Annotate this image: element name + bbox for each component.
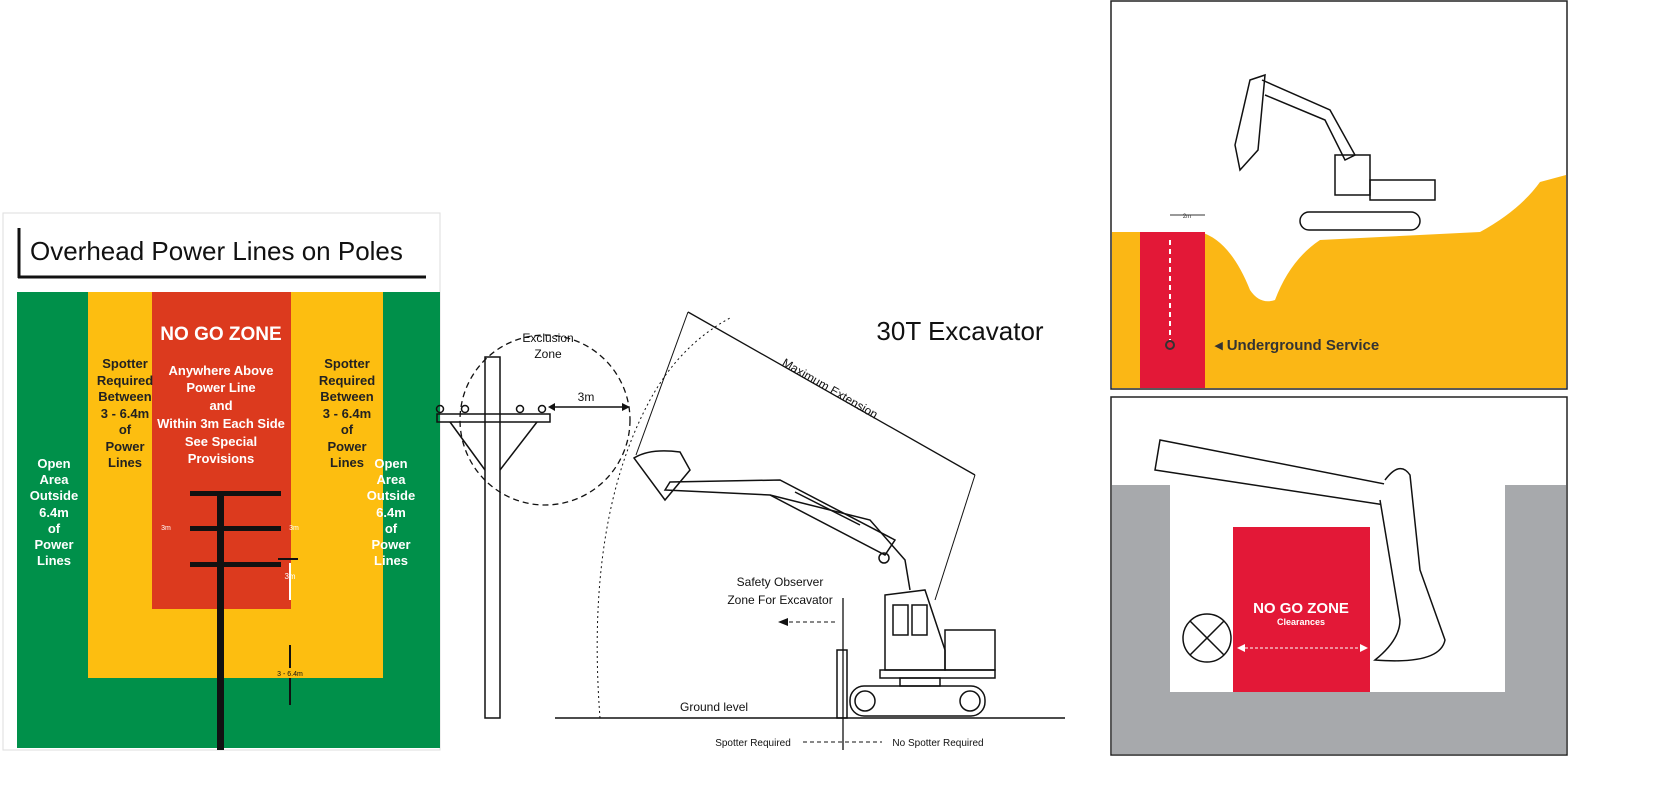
open-area-left-line: Area bbox=[40, 472, 70, 487]
no-go-line: Provisions bbox=[188, 451, 254, 466]
spotter-left-line: Spotter bbox=[102, 356, 148, 371]
overhead-power-lines-panel: Overhead Power Lines on Poles NO GO ZONE… bbox=[2, 212, 441, 751]
spotter-right-line: of bbox=[341, 422, 354, 437]
service-pipe-icon bbox=[1165, 340, 1175, 350]
spotter-left-line: Required bbox=[97, 373, 153, 388]
side-dims: 3m 3m bbox=[161, 525, 299, 532]
open-area-right-line: Area bbox=[377, 472, 407, 487]
safety-observer-label: Zone For Excavator bbox=[727, 593, 832, 607]
no-go-heading: NO GO ZONE bbox=[160, 324, 281, 345]
power-pole-icon bbox=[190, 491, 298, 750]
utility-pole-icon bbox=[435, 356, 551, 719]
excavator-boom-icon bbox=[1154, 439, 1446, 662]
spotter-required-label: Spotter Required bbox=[715, 738, 791, 749]
ground-level-label: Ground level bbox=[680, 700, 748, 714]
service-dim-label: 2m bbox=[1183, 214, 1191, 220]
open-area-right-line: Open bbox=[374, 456, 407, 471]
dim-right: 3m bbox=[289, 525, 299, 532]
underground-service-panel: 2m ◂ Underground Service bbox=[1110, 0, 1568, 390]
safety-observer-label: Safety Observer bbox=[737, 575, 824, 589]
open-area-right-line: of bbox=[385, 521, 398, 536]
clearance-label: 3m bbox=[578, 390, 595, 404]
open-area-left-line: of bbox=[48, 521, 61, 536]
dim-3m-label: 3m bbox=[284, 572, 295, 581]
dim-left: 3m bbox=[161, 525, 171, 532]
spotter-left-line: 3 - 6.4m bbox=[101, 406, 149, 421]
dim-range-label: 3 - 6.4m bbox=[277, 671, 303, 678]
exclusion-zone-label: Exclusion bbox=[522, 331, 573, 345]
service-crossing-icon bbox=[1182, 613, 1232, 663]
spotter-right-line: 3 - 6.4m bbox=[323, 406, 371, 421]
spotter-left-line: Power bbox=[105, 439, 144, 454]
max-extension-line bbox=[687, 311, 976, 476]
open-area-right-line: Outside bbox=[367, 488, 415, 503]
open-area-left-line: Outside bbox=[30, 488, 78, 503]
open-area-right-line: 6.4m bbox=[376, 505, 406, 520]
no-go-clearance-heading: NO GO ZONE bbox=[1253, 600, 1349, 617]
no-spotter-required-label: No Spotter Required bbox=[892, 738, 983, 749]
trench-clearance-panel: NO GO ZONE Clearances bbox=[1110, 396, 1568, 756]
open-area-left-line: Open bbox=[37, 456, 70, 471]
no-go-line: Anywhere Above bbox=[169, 363, 274, 378]
excavator-title: 30T Excavator bbox=[876, 316, 1044, 346]
no-go-clearance-zone bbox=[1233, 527, 1370, 692]
ground-fill bbox=[1112, 175, 1566, 388]
spotter-right-line: Spotter bbox=[324, 356, 370, 371]
spotter-left-line: of bbox=[119, 422, 132, 437]
exclusion-zone-circle bbox=[459, 334, 631, 506]
no-go-line: Within 3m Each Side bbox=[157, 416, 285, 431]
spotter-right-line: Between bbox=[320, 389, 374, 404]
observer-post bbox=[836, 649, 848, 719]
spotter-left-line: Between bbox=[98, 389, 152, 404]
service-zone bbox=[1140, 232, 1205, 388]
excavator-clearance-panel: 30T Excavator Exclusion Zone 3m Maximum … bbox=[435, 311, 1065, 750]
panel-title: Overhead Power Lines on Poles bbox=[30, 236, 403, 266]
spotter-left-line: Lines bbox=[108, 455, 142, 470]
no-go-line: Power Line bbox=[186, 380, 255, 395]
max-extension-label: Maximum Extension bbox=[780, 355, 881, 421]
excavator-top-icon bbox=[1234, 73, 1436, 231]
underground-service-label: ◂ Underground Service bbox=[1214, 337, 1379, 354]
spotter-right-line: Power bbox=[327, 439, 366, 454]
open-area-right-line: Power bbox=[371, 537, 410, 552]
exclusion-zone-label: Zone bbox=[534, 347, 562, 361]
open-area-right-line: Lines bbox=[374, 553, 408, 568]
no-go-line: and bbox=[209, 398, 232, 413]
spotter-right-line: Required bbox=[319, 373, 375, 388]
open-area-left-line: Power bbox=[34, 537, 73, 552]
open-area-left-line: Lines bbox=[37, 553, 71, 568]
open-area-left-line: 6.4m bbox=[39, 505, 69, 520]
no-go-line: See Special bbox=[185, 434, 257, 449]
excavator-icon bbox=[632, 450, 996, 717]
spotter-right-line: Lines bbox=[330, 455, 364, 470]
trench-ground bbox=[1112, 485, 1566, 754]
clearances-label: Clearances bbox=[1277, 617, 1325, 627]
